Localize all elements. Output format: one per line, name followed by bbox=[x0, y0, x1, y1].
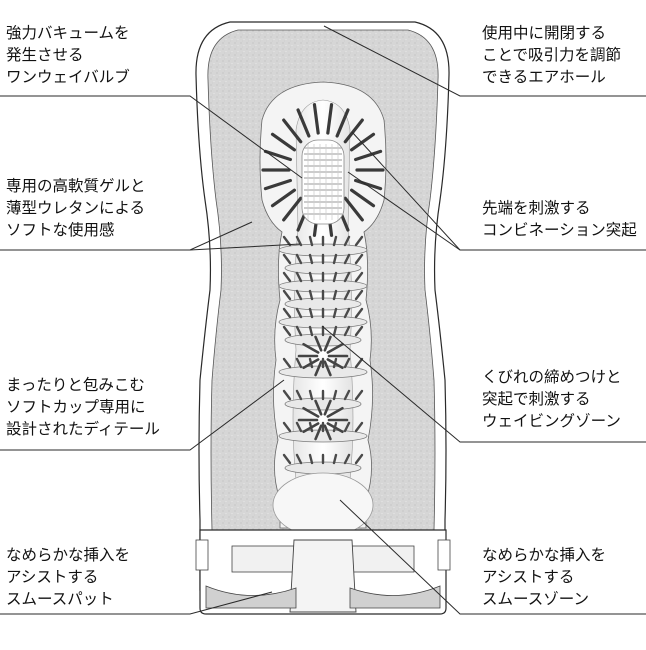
callout-line: 設計されたディテール bbox=[6, 420, 160, 438]
callout-line: くびれの締めつけと bbox=[482, 368, 622, 386]
leader-lines bbox=[0, 25, 646, 615]
leader-smooth-zone bbox=[339, 499, 646, 615]
callout-line: 強力バキュームを bbox=[6, 24, 130, 42]
callout-line: ソフトな使用感 bbox=[6, 221, 115, 239]
callout-line: ウェイビングゾーン bbox=[482, 412, 621, 430]
one-way-valve-coil bbox=[301, 139, 345, 225]
leader-one-way-valve bbox=[0, 95, 303, 179]
callout-line: ことで吸引力を調節 bbox=[482, 46, 622, 64]
callout-line: コンビネーション突起 bbox=[482, 221, 637, 239]
callout-line: 薄型ウレタンによる bbox=[6, 199, 146, 217]
leader-air-hole bbox=[323, 25, 646, 97]
callout-line: スムースゾーン bbox=[482, 590, 589, 608]
base-cap bbox=[195, 529, 451, 615]
tip-spikes bbox=[261, 103, 385, 237]
callout-line: ワンウェイバルブ bbox=[6, 68, 130, 86]
callout-line: 先端を刺激する bbox=[482, 199, 591, 217]
callout-one-way-valve: 強力バキュームを 発生させる ワンウェイバルブ bbox=[6, 22, 130, 88]
leader-tip-2 bbox=[347, 171, 461, 251]
callout-line: スムースパット bbox=[6, 590, 114, 608]
callout-air-hole: 使用中に開閉する ことで吸引力を調節 できるエアホール bbox=[482, 22, 621, 88]
callout-line: 使用中に開閉する bbox=[482, 24, 607, 42]
callout-line: まったりと包みこむ bbox=[6, 376, 145, 394]
callout-line: 専用の高軟質ゲルと bbox=[6, 177, 146, 195]
callout-soft-cup-detail: まったりと包みこむ ソフトカップ専用に 設計されたディテール bbox=[6, 374, 160, 440]
smooth-zone-bulb bbox=[272, 472, 374, 538]
callout-line: アシストする bbox=[6, 568, 99, 586]
callout-line: できるエアホール bbox=[482, 68, 606, 86]
callout-smooth-zone: なめらかな挿入を アシストする スムースゾーン bbox=[482, 544, 606, 610]
callout-waving-zone: くびれの締めつけと 突起で刺激する ウェイビングゾーン bbox=[482, 366, 622, 432]
callout-line: 発生させる bbox=[6, 46, 84, 64]
callout-line: 突起で刺激する bbox=[482, 390, 591, 408]
callout-line: アシストする bbox=[482, 568, 575, 586]
callout-soft-gel: 専用の高軟質ゲルと 薄型ウレタンによる ソフトな使用感 bbox=[6, 175, 146, 241]
callout-smooth-pad: なめらかな挿入を アシストする スムースパット bbox=[6, 544, 130, 610]
leader-soft-gel-2 bbox=[189, 243, 301, 251]
callout-combination-tip: 先端を刺激する コンビネーション突起 bbox=[482, 197, 637, 241]
leader-soft-cup bbox=[0, 379, 285, 451]
callout-line: なめらかな挿入を bbox=[6, 546, 131, 564]
leader-smooth-pad bbox=[0, 591, 273, 615]
callout-line: ソフトカップ専用に bbox=[6, 398, 146, 416]
leader-waving bbox=[321, 325, 646, 443]
callout-line: なめらかな挿入を bbox=[482, 546, 607, 564]
